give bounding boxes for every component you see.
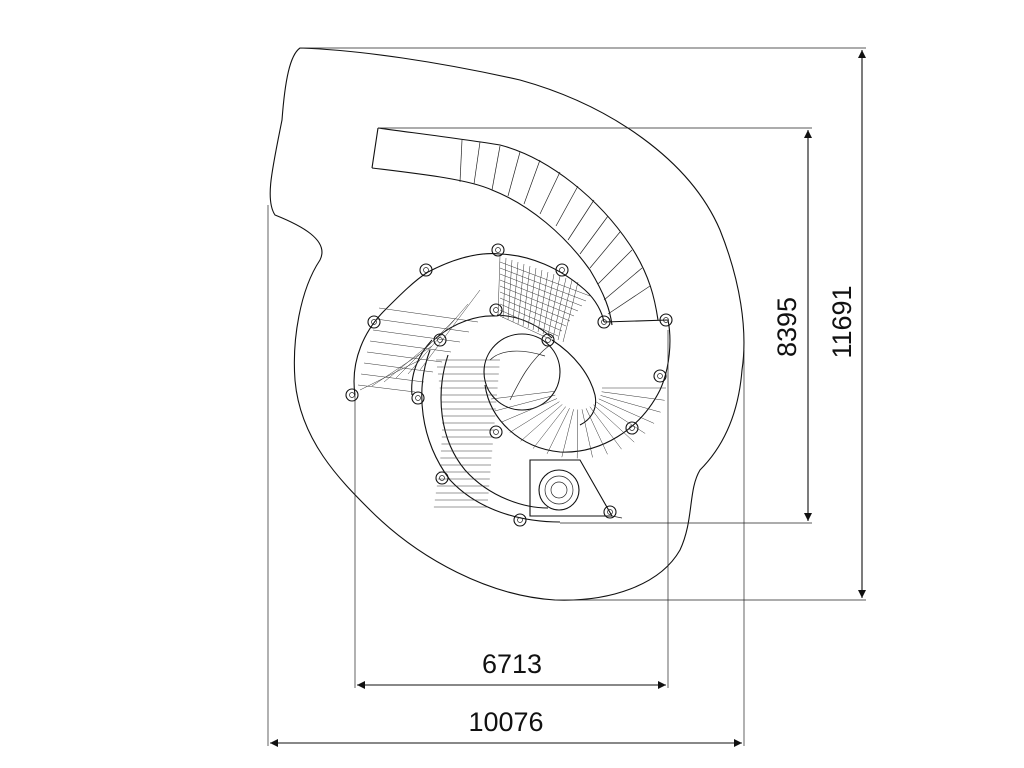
dimension-inner-width: 6713 [482,649,542,679]
dimension-lines [270,50,866,747]
extension-lines [267,47,866,746]
dimension-outer-width: 10076 [468,707,543,737]
dimension-outer-height: 11691 [827,285,857,358]
tube-slide [371,127,659,326]
tower-structure [345,243,673,527]
dimension-inner-height: 8395 [772,297,802,357]
safety-zone-outline [269,47,745,601]
